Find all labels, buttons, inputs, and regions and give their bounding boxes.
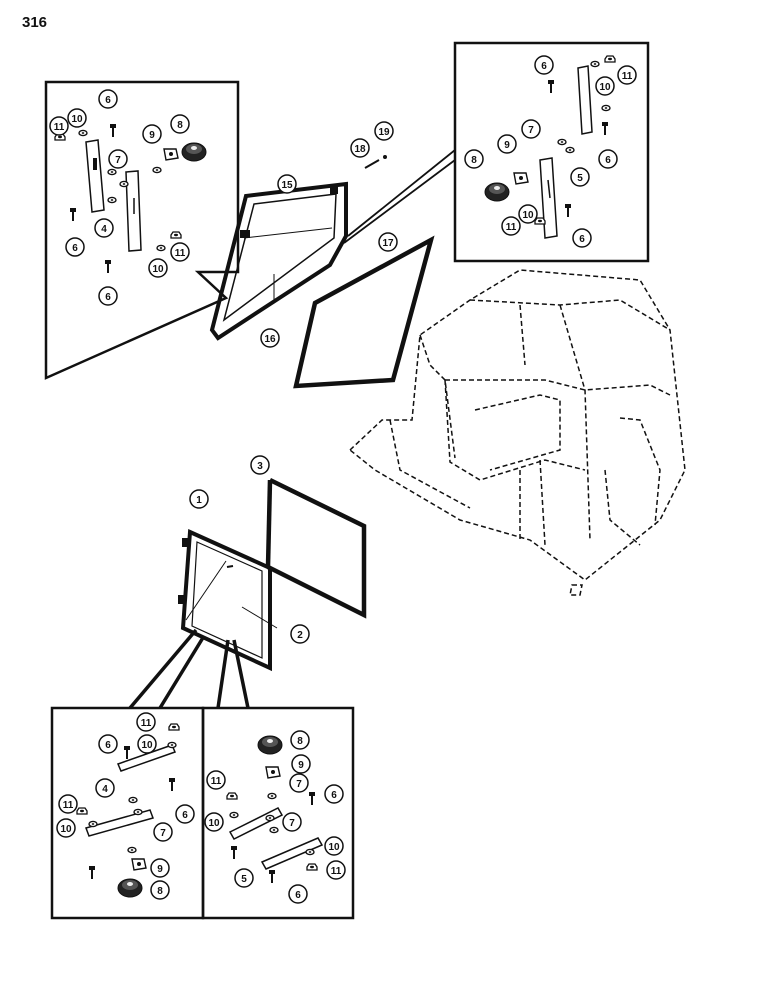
- svg-text:9: 9: [298, 760, 304, 771]
- svg-text:8: 8: [297, 736, 303, 747]
- svg-text:7: 7: [296, 779, 302, 790]
- svg-text:4: 4: [101, 224, 107, 235]
- svg-text:16: 16: [264, 334, 276, 345]
- svg-text:9: 9: [157, 864, 163, 875]
- svg-text:10: 10: [152, 264, 164, 275]
- svg-text:2: 2: [297, 630, 303, 641]
- svg-text:15: 15: [281, 180, 293, 191]
- svg-text:7: 7: [528, 125, 534, 136]
- svg-text:8: 8: [157, 886, 163, 897]
- lower-left-detail-box: 11 6 10 4 6 11 10 7 9 8: [50, 706, 205, 920]
- upper-left-detail-box: 6 10 11 9 8 7 4 6 10 11 6: [44, 80, 240, 380]
- rear-window-assembly: 15 16 18 19: [209, 121, 394, 348]
- svg-text:7: 7: [289, 818, 295, 829]
- svg-text:6: 6: [295, 890, 301, 901]
- svg-text:9: 9: [149, 130, 155, 141]
- upper-right-detail-box: 6 10 11 7 9 8 5 6 10 11 6: [343, 41, 650, 263]
- lower-right-detail-box: 8 9 11 7 6 10 7 10 5 11 6: [201, 706, 355, 920]
- svg-text:11: 11: [331, 866, 342, 877]
- svg-text:1: 1: [196, 495, 202, 506]
- svg-text:4: 4: [102, 784, 108, 795]
- svg-text:9: 9: [504, 140, 510, 151]
- svg-text:19: 19: [378, 127, 390, 138]
- lower-detail-leaders: [128, 628, 250, 710]
- svg-text:17: 17: [382, 238, 394, 249]
- rear-window-seal: 17: [293, 232, 435, 389]
- svg-text:11: 11: [622, 71, 633, 82]
- svg-text:8: 8: [471, 155, 477, 166]
- svg-text:7: 7: [115, 155, 121, 166]
- svg-text:10: 10: [141, 740, 153, 751]
- svg-text:6: 6: [541, 61, 547, 72]
- svg-text:6: 6: [331, 790, 337, 801]
- svg-text:11: 11: [54, 122, 65, 133]
- svg-text:6: 6: [182, 810, 188, 821]
- svg-text:18: 18: [354, 144, 366, 155]
- svg-text:10: 10: [328, 842, 340, 853]
- svg-text:10: 10: [71, 114, 83, 125]
- page-number: 316: [22, 14, 48, 31]
- svg-text:6: 6: [579, 234, 585, 245]
- svg-text:11: 11: [506, 222, 517, 233]
- svg-text:10: 10: [522, 210, 534, 221]
- svg-text:6: 6: [605, 155, 611, 166]
- svg-text:6: 6: [105, 740, 111, 751]
- svg-text:6: 6: [72, 243, 78, 254]
- svg-text:10: 10: [208, 818, 220, 829]
- svg-text:11: 11: [141, 718, 152, 729]
- svg-text:11: 11: [63, 800, 74, 811]
- svg-text:8: 8: [177, 120, 183, 131]
- cab-outline: [348, 269, 686, 596]
- svg-text:5: 5: [577, 173, 583, 184]
- door-window-assembly: 1 2 3: [178, 455, 367, 672]
- svg-text:6: 6: [105, 95, 111, 106]
- svg-text:6: 6: [105, 292, 111, 303]
- svg-text:11: 11: [211, 776, 222, 787]
- svg-text:10: 10: [599, 82, 611, 93]
- svg-text:10: 10: [60, 824, 72, 835]
- svg-text:3: 3: [257, 461, 263, 472]
- svg-text:5: 5: [241, 874, 247, 885]
- svg-text:11: 11: [175, 248, 186, 259]
- svg-text:7: 7: [160, 828, 166, 839]
